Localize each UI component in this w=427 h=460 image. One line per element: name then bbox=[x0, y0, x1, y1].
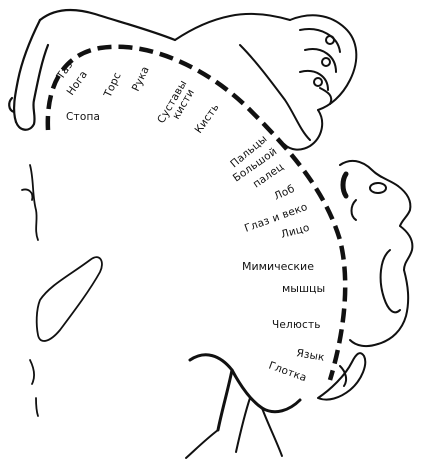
label-kist: Кисть bbox=[193, 102, 222, 136]
label-ruka: Рука bbox=[130, 65, 152, 94]
label-lob: Лоб bbox=[272, 183, 296, 203]
label-myshtsy: мышцы bbox=[282, 282, 325, 295]
label-yazyk: Язык bbox=[295, 347, 325, 364]
brain-outline bbox=[22, 165, 102, 416]
label-stopa: Стопа bbox=[66, 111, 100, 123]
face-drawing bbox=[340, 161, 412, 346]
tongue-drawing bbox=[318, 353, 365, 399]
label-litso: Лицо bbox=[280, 222, 311, 241]
label-glotka: Глотка bbox=[267, 360, 308, 385]
label-tors: Торс bbox=[101, 71, 123, 101]
label-mimicheskie: Мимические bbox=[242, 260, 314, 273]
label-chelyust: Челюсть bbox=[272, 319, 321, 331]
